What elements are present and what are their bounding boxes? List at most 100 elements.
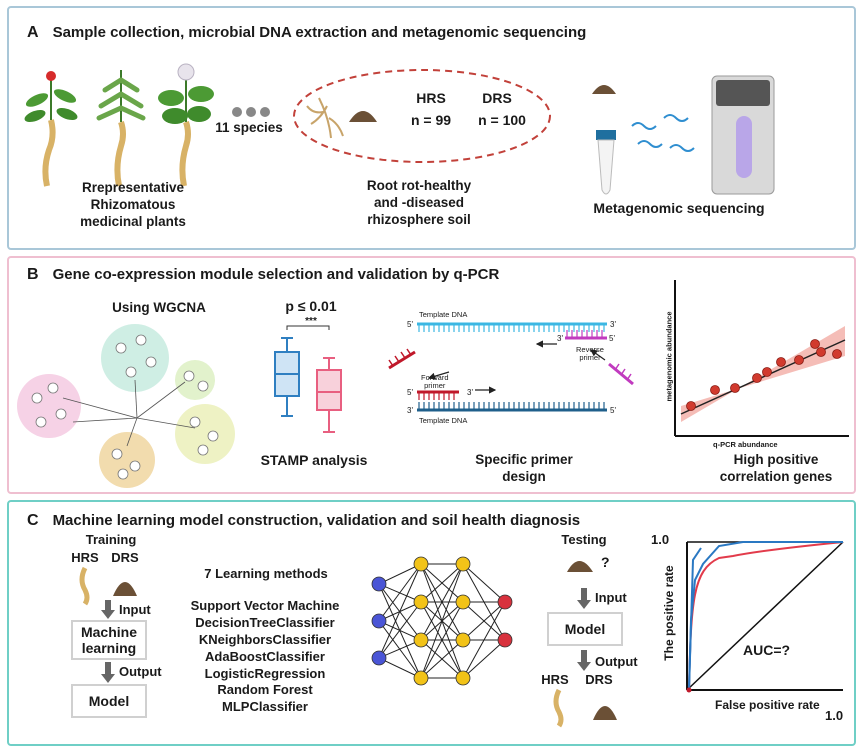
species-label: 11 species [215, 120, 283, 135]
nn-node [455, 556, 471, 572]
scatter-point [730, 383, 740, 393]
arrow-down-icon [101, 662, 115, 683]
scatter-point [810, 339, 820, 349]
test-soil-icon [567, 561, 593, 572]
pvalue-label: p ≤ 0.01 [285, 298, 337, 314]
soil-pile-icon [592, 85, 616, 94]
panel-a-title: A Sample collection, microbial DNA extrac… [27, 24, 586, 42]
prime3-bottom: 3' [407, 406, 413, 415]
result-drs-label: DRS [585, 672, 613, 687]
arrow-down-icon [101, 600, 115, 619]
nn-node [413, 556, 429, 572]
prime3-forward: 3' [467, 388, 473, 397]
nn-node [371, 650, 387, 666]
methods-title: 7 Learning methods [204, 566, 328, 581]
train-drs-label: DRS [111, 550, 139, 565]
scatter-x-label: q-PCR abundance [713, 440, 778, 449]
scatter-point [776, 357, 786, 367]
medicinal-plants-illustration [24, 63, 214, 187]
scatter-point [816, 347, 826, 357]
panel-a-letter: A [27, 24, 39, 41]
wgcna-label: Using WGCNA [112, 300, 206, 315]
auc-label: AUC=? [743, 642, 791, 658]
soil-pile-icon [349, 111, 377, 122]
result-hrs-label: HRS [541, 672, 569, 687]
panel-b: B Gene co-expression module selection and… [7, 256, 856, 494]
roc-y-max: 1.0 [651, 532, 670, 547]
scatter-point [762, 367, 772, 377]
panel-a: A Sample collection, microbial DNA extrac… [7, 6, 856, 250]
prime3-reverse: 3' [557, 334, 563, 343]
scatter-y-label: metagenomic abundance [664, 311, 674, 402]
testing-label: Testing [561, 532, 607, 547]
hrs-label: HRS [416, 90, 446, 106]
question-mark: ? [601, 554, 610, 570]
hrs-count: n = 99 [410, 112, 452, 128]
diseased-soil-icon [593, 706, 617, 720]
method-item: Random Forest [217, 682, 313, 698]
drs-label: DRS [482, 90, 512, 106]
panel-b-letter: B [27, 266, 39, 283]
method-item: DecisionTreeClassifier [195, 614, 335, 630]
train-hrs-label: HRS [71, 550, 99, 565]
box-pink [316, 369, 342, 411]
nn-node [413, 632, 429, 648]
panel-a-title-text: Sample collection, microbial DNA extract… [52, 24, 587, 41]
test-input-label: Input [595, 590, 627, 605]
plant-3-icon [158, 63, 214, 187]
plants-label: Rrepresentative Rhizomatous medicinal pl… [80, 180, 186, 229]
roc-curve-chart [686, 541, 844, 693]
panel-b-title: B Gene co-expression module selection and… [27, 266, 499, 284]
scatter-point [794, 355, 804, 365]
prime5-bottom: 5' [610, 406, 616, 415]
prime5-forward: 5' [407, 388, 413, 397]
free-reverse-primer-icon [608, 362, 634, 386]
training-samples-icon [79, 566, 137, 606]
scatter-point [686, 401, 696, 411]
roc-x-label: False positive rate [715, 698, 820, 712]
ellipsis-icon [232, 107, 270, 117]
wgcna-network-diagram [17, 324, 235, 488]
correlation-scatter-plot [674, 280, 849, 437]
dna-strands-icon [631, 114, 695, 152]
module-green [175, 360, 215, 400]
module-orange [99, 432, 155, 488]
plant-1-icon [24, 71, 78, 187]
primer-design-diagram [388, 322, 634, 412]
scatter-point [832, 349, 842, 359]
training-label: Training [85, 532, 137, 547]
nn-node [371, 613, 387, 629]
sequencing-label: Metagenomic sequencing [593, 200, 765, 216]
drs-count: n = 100 [478, 112, 526, 128]
test-output-label: Output [595, 654, 638, 669]
nn-node [497, 594, 513, 610]
roc-x-max: 1.0 [825, 708, 844, 723]
significance-stars: *** [305, 316, 317, 327]
free-forward-primer-icon [388, 348, 416, 370]
method-item: AdaBoostClassifier [205, 648, 325, 664]
nn-node [455, 632, 471, 648]
roc-y-label: The positive rate [662, 565, 676, 661]
prime3-top: 3' [610, 320, 616, 329]
result-samples-icon [553, 688, 617, 728]
nn-node [413, 594, 429, 610]
stamp-label: STAMP analysis [260, 452, 368, 468]
test-model-box: Model [547, 612, 623, 646]
template-dna-top-label: Template DNA [419, 310, 468, 319]
tube-icon [596, 130, 616, 195]
module-yellow [175, 404, 235, 464]
diseased-soil-icon [113, 582, 137, 596]
sequencing-illustration [592, 75, 775, 195]
module-teal [101, 324, 169, 392]
module-pink [17, 374, 81, 438]
panel-b-title-text: Gene co-expression module selection and … [52, 266, 500, 283]
nn-node [497, 632, 513, 648]
train-model-box: Model [71, 684, 147, 718]
method-item: MLPClassifier [222, 699, 308, 715]
